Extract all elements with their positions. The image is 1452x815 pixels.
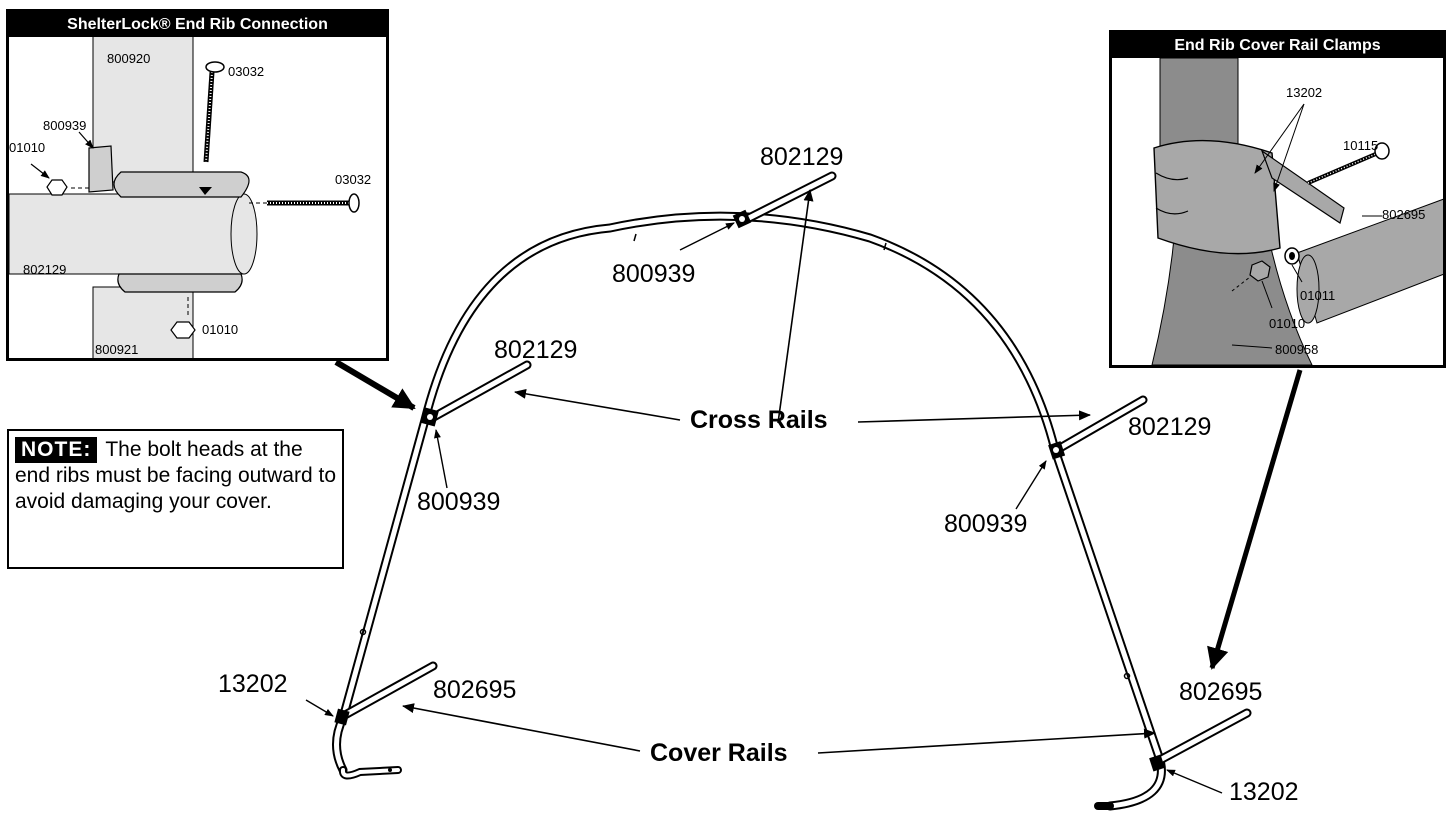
- label-left-clamp-part: 800939: [417, 488, 501, 516]
- label-right-cover-rail-part: 802695: [1179, 678, 1263, 706]
- inset-left-part-03032-right: 03032: [335, 172, 372, 187]
- inset-left-part-800920: 800920: [107, 51, 151, 66]
- label-left-cover-clamp-part: 13202: [218, 670, 288, 698]
- inset-cover-rail-clamps: End Rib Cover Rail Clamps 13202 10115 80…: [1109, 30, 1446, 368]
- inset-left-part-01010-left: 01010: [9, 140, 46, 155]
- note-text-block: NOTE:The bolt heads at the end ribs must…: [15, 437, 336, 515]
- inset-right-part-01011: 01011: [1300, 288, 1336, 303]
- inset-right-part-800958: 800958: [1275, 342, 1319, 357]
- inset-left-part-802129: 802129: [23, 262, 67, 277]
- inset-end-rib-connection-drawing: [9, 31, 360, 358]
- label-right-cover-clamp-part: 13202: [1229, 778, 1299, 806]
- note-box: NOTE:The bolt heads at the end ribs must…: [7, 429, 344, 569]
- label-top-clamp-part: 800939: [612, 260, 696, 288]
- label-left-cross-rail-part: 802129: [494, 336, 578, 364]
- note-body: The bolt heads at the end ribs must be f…: [15, 438, 337, 513]
- inset-cover-rail-clamps-drawing: [1151, 57, 1443, 365]
- note-tag: NOTE:: [15, 437, 98, 463]
- inset-left-part-01010-bottom: 01010: [202, 322, 239, 337]
- inset-end-rib-connection: ShelterLock® End Rib Connection 800920 0…: [6, 9, 389, 361]
- inset-right-part-01010: 01010: [1269, 316, 1306, 331]
- inset-left-part-800939: 800939: [43, 118, 87, 133]
- inset-right-title: End Rib Cover Rail Clamps: [1112, 33, 1443, 58]
- inset-right-part-13202: 13202: [1286, 85, 1323, 100]
- inset-left-part-800921: 800921: [95, 342, 139, 357]
- label-right-clamp-part: 800939: [944, 510, 1028, 538]
- clamp-markers: [334, 209, 1165, 772]
- label-top-cross-rail-part: 802129: [760, 143, 844, 171]
- label-right-cross-rail-part: 802129: [1128, 413, 1212, 441]
- inset-right-part-10115: 10115: [1343, 138, 1379, 153]
- inset-left-part-03032-top: 03032: [228, 64, 265, 79]
- cover-rail-tubes: [340, 661, 1252, 765]
- cross-rail-tubes: [427, 171, 1148, 453]
- label-left-cover-rail-part: 802695: [433, 676, 517, 704]
- inset-right-part-802695: 802695: [1382, 207, 1426, 222]
- inset-left-title: ShelterLock® End Rib Connection: [9, 12, 386, 37]
- label-cross-rails: Cross Rails: [690, 406, 828, 434]
- label-cover-rails: Cover Rails: [650, 739, 788, 767]
- leader-arrows: [305, 189, 1303, 794]
